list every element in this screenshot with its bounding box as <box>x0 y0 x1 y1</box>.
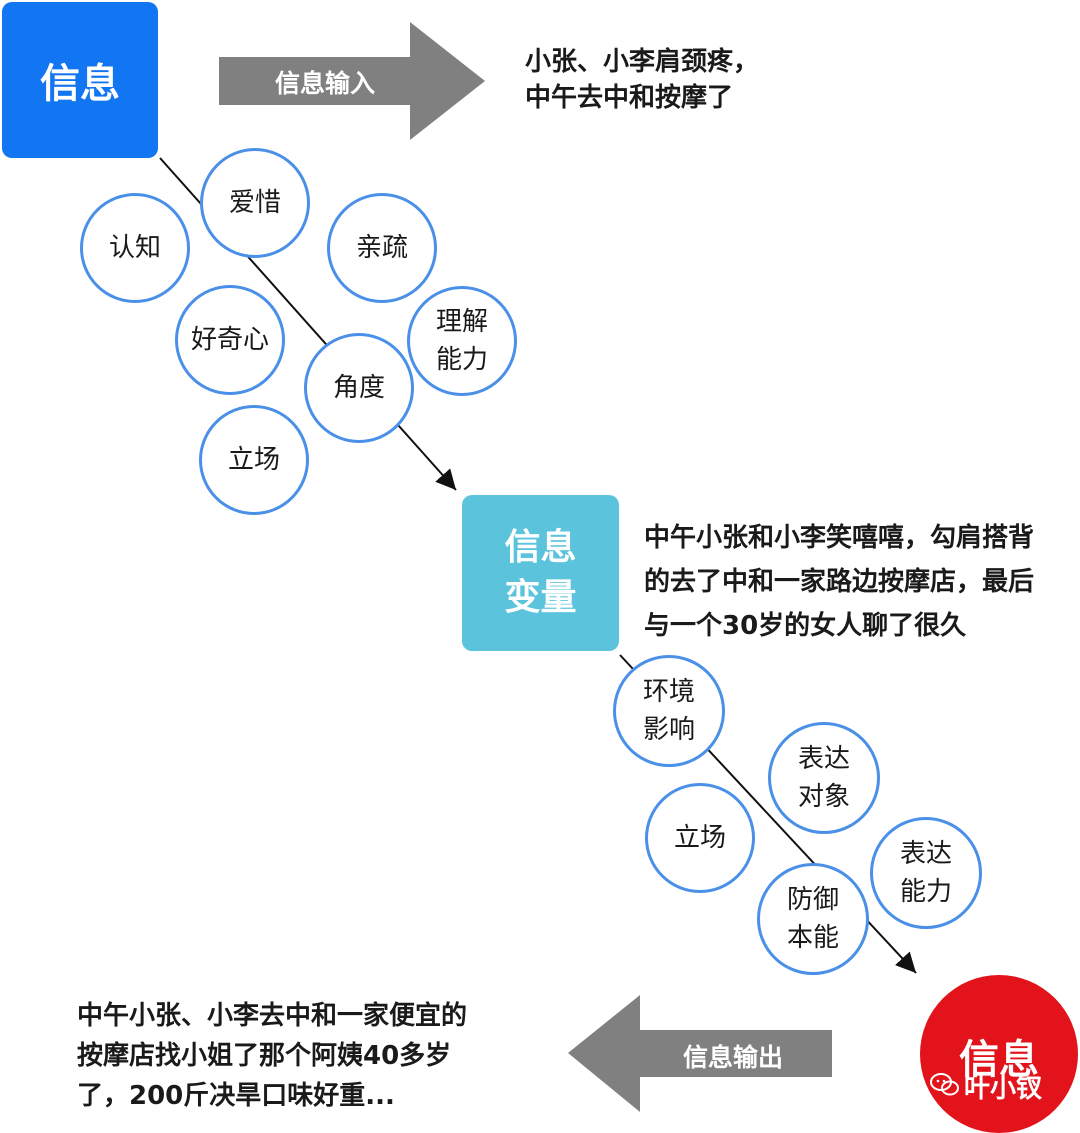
filter-label: 爱惜 <box>228 188 281 218</box>
input-text: 小张、小李肩颈疼， 中午去中和按摩了 <box>525 44 759 116</box>
info-variable-label: 变量 <box>504 577 577 618</box>
filter-label: 能力 <box>435 345 488 375</box>
filter-circle-stance: 立场 <box>199 405 309 515</box>
filter-circle-expression: 表达 能力 <box>870 817 982 929</box>
output-text: 中午小张、小李去中和一家便宜的 按摩店找小姐了那个阿姨40多岁 了，200斤决旱… <box>77 996 467 1116</box>
filter-circle-closeness: 亲疏 <box>327 193 437 303</box>
output-arrow-label: 信息输出 <box>683 1043 784 1072</box>
filter-label: 防御 <box>786 885 839 915</box>
filter-label: 环境 <box>642 677 695 707</box>
filter-label: 表达 <box>797 744 850 774</box>
watermark: 叶小钗 <box>930 1064 1070 1104</box>
filter-label: 好奇心 <box>190 325 269 355</box>
wechat-icon <box>930 1073 959 1096</box>
info-result-circle: 信息 <box>920 975 1078 1133</box>
filter-circle-understanding: 理解 能力 <box>407 286 517 396</box>
info-result-label: 信息 <box>959 1037 1039 1083</box>
info-source-label: 信息 <box>40 61 120 107</box>
output-arrow <box>568 995 832 1112</box>
filter-circle-audience: 表达 对象 <box>768 722 880 834</box>
input-arrow <box>219 22 485 140</box>
output-text-line: 按摩店找小姐了那个阿姨40多岁 <box>77 1041 452 1071</box>
variable-text-line: 中午小张和小李笑嘻嘻，勾肩搭背 <box>644 523 1035 553</box>
filter-circle-stance-2: 立场 <box>645 783 755 893</box>
input-text-line: 小张、小李肩颈疼， <box>525 47 760 77</box>
output-text-line: 了，200斤决旱口味好重... <box>77 1081 395 1111</box>
filter-label: 亲疏 <box>355 233 408 263</box>
output-text-line: 中午小张、小李去中和一家便宜的 <box>77 1001 468 1031</box>
variable-text-line: 的去了中和一家路边按摩店，最后 <box>644 567 1035 597</box>
filter-label: 对象 <box>797 782 850 812</box>
filter-circle-curiosity: 好奇心 <box>175 285 285 395</box>
filter-circle-cherish: 爱惜 <box>200 148 310 258</box>
info-variable-box: 信息 变量 <box>462 495 619 651</box>
variable-text: 中午小张和小李笑嘻嘻，勾肩搭背 的去了中和一家路边按摩店，最后 与一个30岁的女… <box>644 516 1034 648</box>
variable-text-line: 与一个30岁的女人聊了很久 <box>644 611 967 641</box>
watermark-text: 叶小钗 <box>964 1074 1043 1104</box>
filter-label: 认知 <box>108 233 161 263</box>
filter-circle-angle: 角度 <box>304 333 414 443</box>
filter-circle-defense: 防御 本能 <box>757 863 869 975</box>
filter-label: 影响 <box>642 715 695 745</box>
filter-label: 角度 <box>332 373 385 403</box>
input-text-line: 中午去中和按摩了 <box>525 83 734 113</box>
filter-label: 理解 <box>435 307 488 337</box>
info-source-box: 信息 <box>2 2 158 158</box>
filter-label: 立场 <box>673 823 726 853</box>
info-variable-label: 信息 <box>504 527 577 568</box>
filter-circle-environment: 环境 影响 <box>613 655 725 767</box>
filter-label: 表达 <box>899 839 952 869</box>
input-arrow-label: 信息输入 <box>275 69 376 98</box>
filter-circle-cognition: 认知 <box>80 193 190 303</box>
filter-label: 立场 <box>227 445 280 475</box>
filter-label: 能力 <box>899 877 952 907</box>
filter-label: 本能 <box>786 923 839 953</box>
